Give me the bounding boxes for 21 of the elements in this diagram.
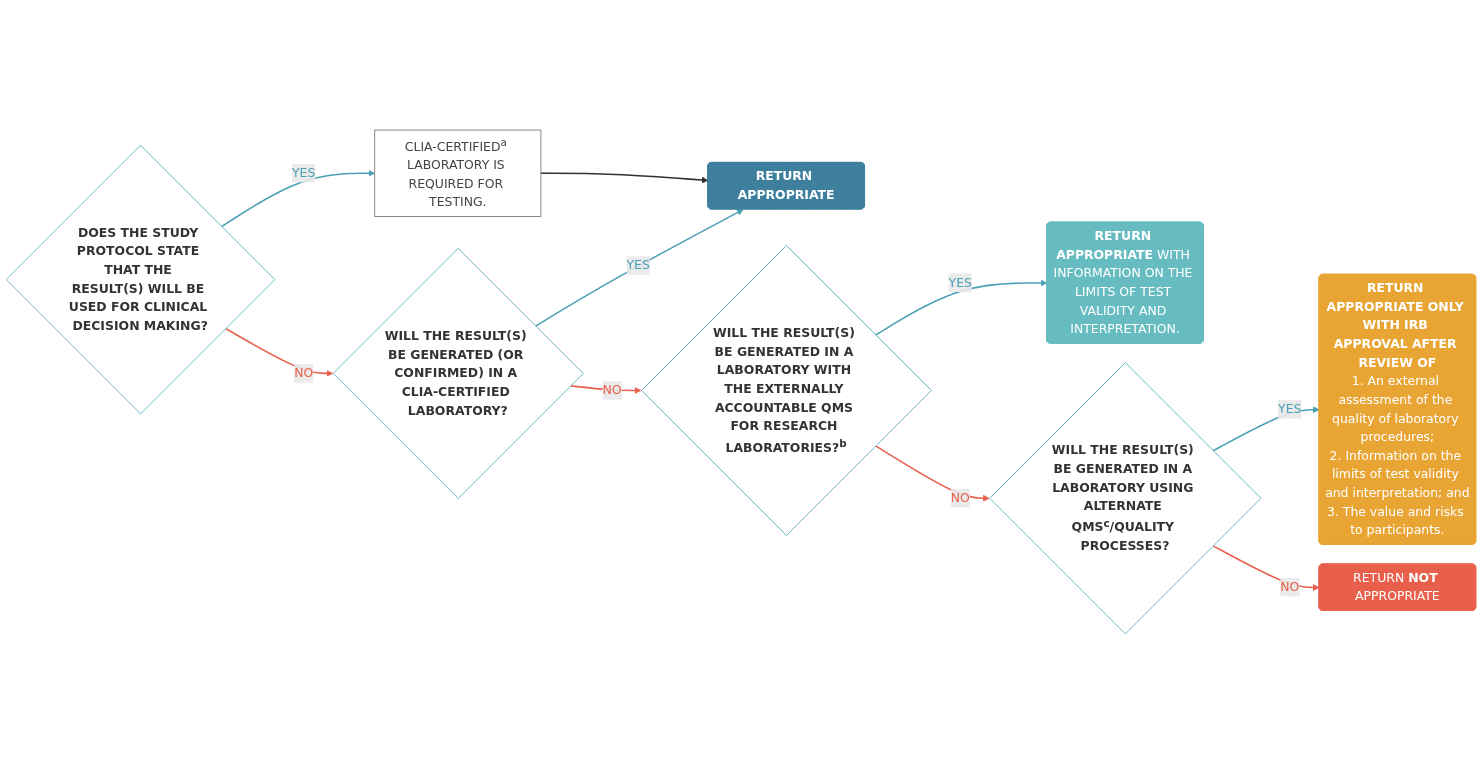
edge-label: NO [1280, 579, 1300, 595]
edge-label: YES [1278, 401, 1302, 417]
edge-label: NO [294, 365, 314, 381]
arrow [1212, 545, 1320, 591]
node-diamond: DOES THE STUDY PROTOCOL STATE THAT THE RESULT(S) WILL BE USED FOR CLINICAL DECISION MAKING? [5, 144, 276, 415]
arrow [874, 445, 990, 502]
arrow [1212, 406, 1320, 452]
node-box: CLIA-CERTIFIED$^{a}$ LABORATORY IS REQUIRED FOR TESTING. [374, 129, 542, 217]
arrow [569, 385, 642, 394]
node-diamond: WILL THE RESULT(S) BE GENERATED IN A LABORATORY USING ALTERNATE QMS$^{c}$/QUALITY PROCESSES? [989, 362, 1262, 635]
arrow [220, 169, 376, 228]
edge-label: YES [292, 165, 316, 181]
edge-label: NO [950, 490, 970, 506]
edge-label: NO [602, 382, 622, 398]
arrow [874, 279, 1048, 336]
node-diamond: WILL THE RESULT(S) BE GENERATED (OR CONFIRMED) IN A CLIA-CERTIFIED LABORATORY? [332, 247, 584, 499]
arrow [534, 209, 744, 327]
arrow [224, 327, 334, 377]
edge-label: YES [626, 257, 650, 273]
arrow [540, 172, 709, 184]
edge-label: YES [948, 274, 972, 290]
